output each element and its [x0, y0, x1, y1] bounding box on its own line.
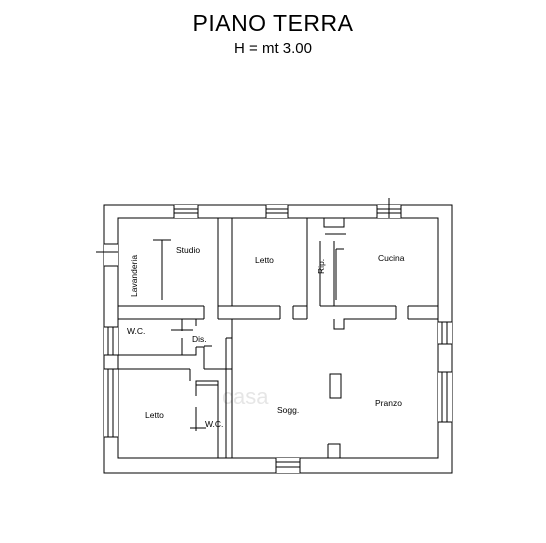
label-wc-bottom: W.C. — [205, 419, 223, 429]
ceiling-height: H = mt 3.00 — [234, 40, 312, 57]
watermark: casa — [222, 384, 269, 409]
label-dis: Dis. — [192, 334, 207, 344]
label-letto-top: Letto — [255, 255, 274, 265]
wall-rip — [307, 217, 345, 307]
label-cucina: Cucina — [378, 253, 405, 263]
wall-wc-top — [118, 319, 232, 381]
floor-title: PIANO TERRA — [192, 10, 354, 36]
wall-stub-bottom — [327, 443, 341, 458]
window-bottom — [275, 458, 301, 473]
label-sogg: Sogg. — [277, 405, 299, 415]
window-top-letto — [265, 205, 289, 218]
window-right-lower — [438, 371, 452, 423]
door-left-lavanderia — [96, 243, 118, 267]
label-wc-top: W.C. — [127, 326, 145, 336]
window-top-studio — [173, 205, 199, 218]
column — [329, 373, 342, 399]
window-left-wc — [104, 326, 118, 356]
window-top-cucina — [376, 198, 402, 218]
wall-cucina — [333, 305, 438, 330]
label-letto-bottom: Letto — [145, 410, 164, 420]
label-lavanderia: Lavanderia — [129, 255, 139, 297]
wall-studio — [118, 218, 233, 320]
outer-wall-outer — [103, 204, 453, 474]
window-left-letto — [104, 368, 118, 438]
label-studio: Studio — [176, 245, 200, 255]
label-rip: Rip. — [316, 259, 326, 274]
label-pranzo: Pranzo — [375, 398, 402, 408]
wall-letto-top — [232, 218, 308, 320]
window-right-upper — [438, 321, 452, 345]
wall-wc-bottom — [195, 319, 233, 458]
